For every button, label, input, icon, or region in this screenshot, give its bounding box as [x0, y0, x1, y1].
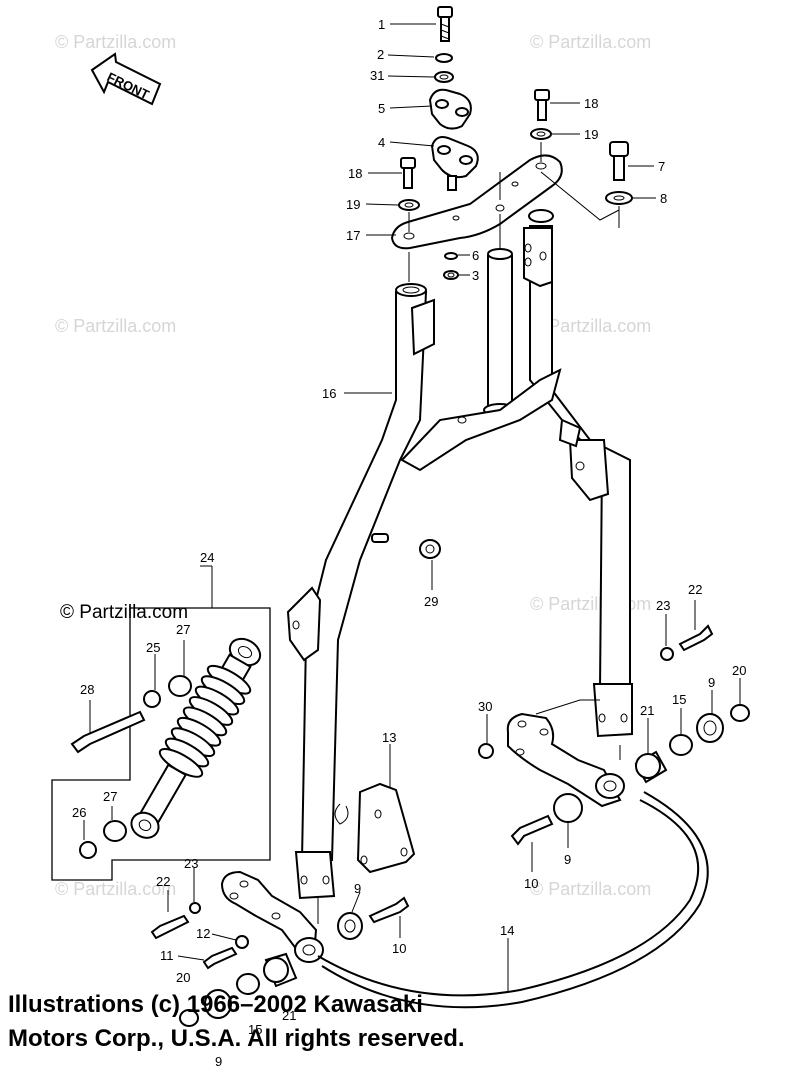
callout-numbers: 1 2 31 5 4 18 19 17 6 3 18 19 7 8 16 29 …	[72, 17, 746, 1069]
right-lower-assembly	[478, 624, 750, 846]
callout-4: 4	[378, 135, 385, 150]
callout-27: 27	[176, 622, 190, 637]
frame-16	[286, 209, 633, 900]
callout-15: 15	[248, 1022, 262, 1037]
callout-27: 27	[103, 789, 117, 804]
callout-1: 1	[378, 17, 385, 32]
callout-17: 17	[346, 228, 360, 243]
top-plate-17	[390, 154, 563, 250]
callout-9: 9	[564, 852, 571, 867]
callout-22: 22	[688, 582, 702, 597]
watermark: © Partzilla.com	[55, 879, 176, 899]
watermarks: © Partzilla.com © Partzilla.com © Partzi…	[55, 32, 651, 899]
callout-10: 10	[392, 941, 406, 956]
callout-2: 2	[377, 47, 384, 62]
callout-25: 25	[146, 640, 160, 655]
callout-28: 28	[80, 682, 94, 697]
copyright-notice: Illustrations (c) 1966–2002 Kawasaki Mot…	[8, 988, 788, 1056]
top-hardware	[398, 6, 633, 280]
callout-26: 26	[72, 805, 86, 820]
alignment-lines	[408, 142, 620, 282]
callout-19: 19	[584, 127, 598, 142]
callout-18: 18	[584, 96, 598, 111]
watermark: © Partzilla.com	[55, 32, 176, 52]
callout-9: 9	[354, 881, 361, 896]
callout-14: 14	[500, 923, 514, 938]
callout-7: 7	[658, 159, 665, 174]
callout-21: 21	[640, 703, 654, 718]
callout-22: 22	[156, 874, 170, 889]
copyright-line-1: Illustrations (c) 1966–2002 Kawasaki	[8, 991, 423, 1018]
callout-24: 24	[200, 550, 214, 565]
leader-lines	[83, 23, 741, 992]
callout-20: 20	[732, 663, 746, 678]
callout-21: 21	[282, 1008, 296, 1023]
nut-29	[419, 539, 441, 559]
watermark: © Partzilla.com	[530, 594, 651, 614]
callout-9: 9	[708, 675, 715, 690]
callout-29: 29	[424, 594, 438, 609]
callout-16: 16	[322, 386, 336, 401]
shock-absorber-insert: © Partzilla.com	[51, 602, 271, 881]
callout-3: 3	[472, 268, 479, 283]
callout-11: 11	[160, 948, 174, 963]
callout-30: 30	[478, 699, 492, 714]
callout-6: 6	[472, 248, 479, 263]
stand-14	[317, 791, 709, 1009]
copyright-line-2: Motors Corp., U.S.A. All rights reserved…	[8, 1025, 465, 1052]
callout-13: 13	[382, 730, 396, 745]
callout-23: 23	[656, 598, 670, 613]
callout-10: 10	[524, 876, 538, 891]
callout-15: 15	[672, 692, 686, 707]
callout-12: 12	[196, 926, 210, 941]
front-arrow-icon: FRONT	[90, 52, 162, 106]
watermark: © Partzilla.com	[530, 879, 651, 899]
left-lower-assembly	[150, 782, 416, 1027]
callout-9: 9	[215, 1054, 222, 1069]
callout-23: 23	[184, 856, 198, 871]
callout-20: 20	[176, 970, 190, 985]
callout-8: 8	[660, 191, 667, 206]
callout-31: 31	[370, 68, 384, 83]
watermark: © Partzilla.com	[530, 32, 651, 52]
callout-19: 19	[346, 197, 360, 212]
watermark: © Partzilla.com	[530, 316, 651, 336]
callout-18: 18	[348, 166, 362, 181]
watermark: © Partzilla.com	[55, 316, 176, 336]
insert-watermark: © Partzilla.com	[60, 602, 188, 623]
callout-5: 5	[378, 101, 385, 116]
